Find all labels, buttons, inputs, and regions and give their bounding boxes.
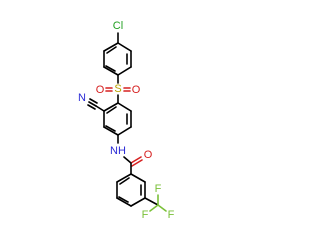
bond-c-o-amide <box>131 159 143 167</box>
bond <box>130 173 146 183</box>
bond-inner <box>118 196 129 203</box>
atom-f-right: F <box>168 209 175 221</box>
bond-inner <box>105 125 116 132</box>
bond-inner <box>106 106 117 114</box>
bond-c-f-left <box>149 204 159 212</box>
bond <box>117 66 132 76</box>
atom-s: S <box>114 83 121 95</box>
bond <box>103 102 119 112</box>
bond <box>116 173 132 183</box>
bond-inner <box>105 65 116 72</box>
bond-c-cf3 <box>144 197 159 206</box>
atom-nh: NH <box>110 145 126 157</box>
molecule-structure-diagram: Cl S O O N NH O <box>78 20 175 221</box>
cyanophenyl-ring <box>103 102 132 136</box>
bond-triple <box>89 98 98 104</box>
bond-triple <box>87 104 96 110</box>
bond <box>117 126 132 136</box>
bond-c-f-right <box>157 204 167 212</box>
atom-f-top: F <box>155 183 162 195</box>
bond-n-c <box>123 156 132 164</box>
bond <box>116 197 132 207</box>
bond-inner <box>106 46 117 54</box>
atom-f-left: F <box>142 209 149 221</box>
bond-c-o-amide <box>130 156 142 164</box>
bond <box>103 126 119 136</box>
bond <box>117 42 132 52</box>
bond-inner <box>119 177 130 185</box>
bond-c-cn <box>95 105 105 112</box>
bond <box>103 42 119 52</box>
bond <box>103 66 119 76</box>
atom-o-left: O <box>96 84 105 96</box>
bond <box>117 102 132 112</box>
trifluoromethylphenyl-ring <box>116 173 146 207</box>
chlorophenyl-ring <box>103 42 132 76</box>
bond <box>130 197 146 207</box>
atom-o-right: O <box>132 84 141 96</box>
bond-triple <box>88 101 97 107</box>
atom-o-amide: O <box>144 149 153 161</box>
atom-n-nitrile: N <box>78 92 86 104</box>
atom-cl: Cl <box>113 20 123 32</box>
